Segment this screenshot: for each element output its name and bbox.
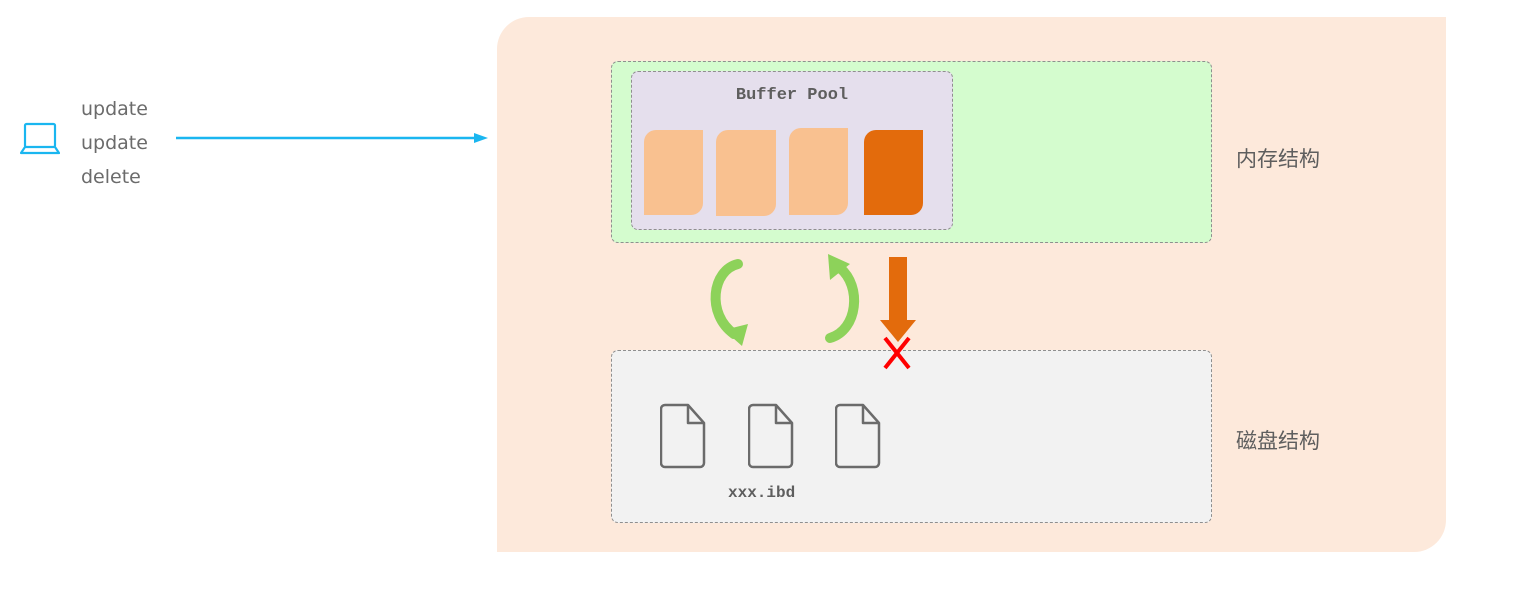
buffer-page-clean bbox=[644, 130, 703, 215]
memory-structure-label: 内存结构 bbox=[1236, 147, 1320, 171]
operation-update-1: update bbox=[81, 98, 148, 120]
operation-update-2: update bbox=[81, 132, 148, 154]
buffer-page-clean bbox=[789, 128, 848, 215]
flush-arrow-icon bbox=[880, 257, 916, 342]
load-arrow-icon bbox=[710, 259, 748, 346]
disk-structure-label: 磁盘结构 bbox=[1236, 429, 1320, 453]
sql-operations: update update delete bbox=[81, 92, 148, 194]
buffer-page-dirty bbox=[864, 130, 923, 215]
file-icon bbox=[748, 403, 794, 469]
buffer-page-clean bbox=[716, 130, 776, 216]
request-arrow bbox=[176, 133, 488, 143]
file-icon bbox=[660, 403, 706, 469]
sync-arrow-icon bbox=[825, 254, 860, 343]
disk-structure-box bbox=[611, 350, 1212, 523]
data-file-name: xxx.ibd bbox=[728, 484, 796, 502]
buffer-pool-title: Buffer Pool bbox=[735, 86, 849, 105]
operation-delete: delete bbox=[81, 166, 141, 188]
io-arrows bbox=[710, 254, 916, 370]
laptop-icon bbox=[20, 122, 60, 155]
file-icon bbox=[835, 403, 881, 469]
blocked-x-icon bbox=[883, 336, 911, 370]
